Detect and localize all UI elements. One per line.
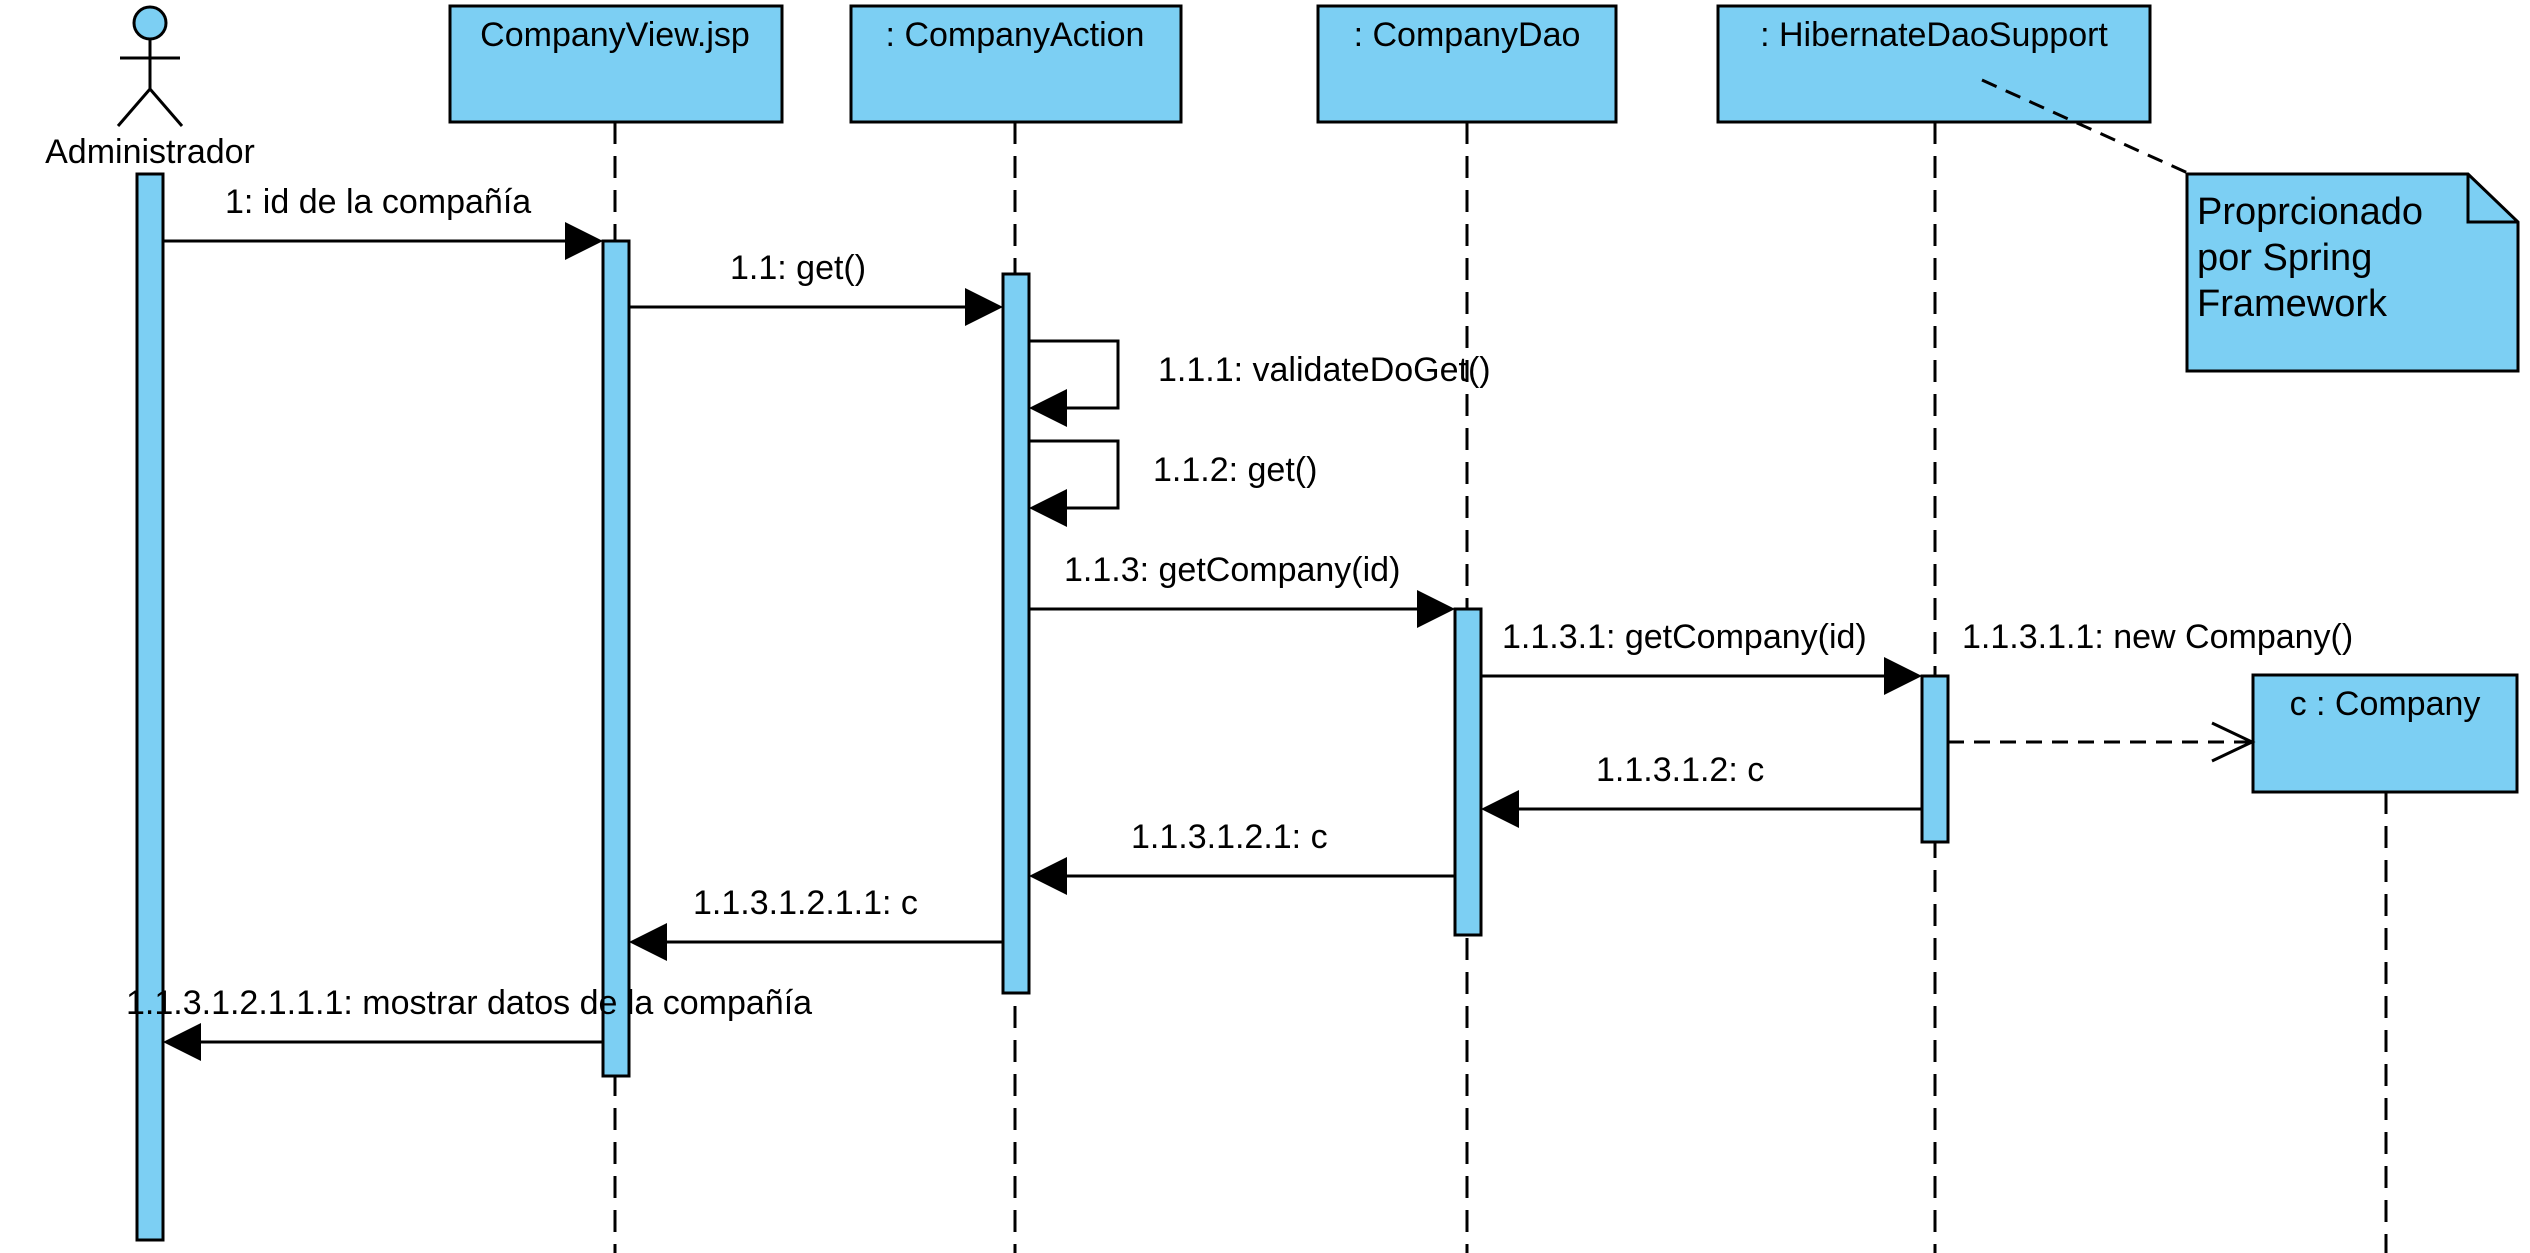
activation-view: [601, 239, 631, 1078]
message-8: 1.1.3.1.2: c: [1481, 751, 1922, 828]
message-1-label: 1: id de la compañía: [225, 183, 531, 221]
message-4-label: 1.1.2: get(): [1153, 451, 1317, 489]
participant-dao: : CompanyDao: [1316, 4, 1618, 124]
activation-dao: [1453, 607, 1483, 937]
note-line-1: Proprcionado: [2197, 191, 2423, 233]
participant-company: c : Company: [2251, 673, 2519, 794]
participant-company-label: c : Company: [2290, 685, 2481, 723]
message-3-label: 1.1.1: validateDoGet(): [1158, 351, 1491, 389]
message-5-arrowhead: [1417, 590, 1455, 628]
message-1-arrowhead: [565, 222, 603, 260]
actor-label: Administrador: [45, 133, 255, 171]
message-6: 1.1.3.1: getCompany(id): [1481, 618, 1922, 695]
message-7-arrowhead: [2211, 721, 2256, 763]
message-9: 1.1.3.1.2.1: c: [1029, 818, 1455, 895]
participant-dao-box: [1316, 4, 1618, 124]
message-9-label: 1.1.3.1.2.1: c: [1131, 818, 1328, 856]
message-9-arrowhead: [1029, 857, 1067, 895]
participant-action-box: [849, 4, 1183, 124]
note-fold: [2466, 174, 2518, 224]
message-5: 1.1.3: getCompany(id): [1029, 551, 1455, 628]
message-11-arrowhead: [163, 1023, 201, 1061]
note-connector: [1981, 78, 2191, 176]
actor-leg-right: [148, 88, 184, 127]
message-5-label: 1.1.3: getCompany(id): [1064, 551, 1400, 589]
message-3: 1.1.1: validateDoGet(): [1029, 339, 1491, 427]
participant-view-label: CompanyView.jsp: [480, 16, 750, 54]
participant-hds-box: [1716, 4, 2152, 124]
message-2: 1.1: get(): [629, 249, 1003, 326]
message-4-arrowhead: [1029, 489, 1067, 527]
message-6-label: 1.1.3.1: getCompany(id): [1502, 618, 1867, 656]
message-11-label: 1.1.3.1.2.1.1.1: mostrar datos de la com…: [126, 984, 812, 1022]
message-2-arrowhead: [965, 288, 1003, 326]
message-2-label: 1.1: get(): [730, 249, 866, 287]
message-10-label: 1.1.3.1.2.1.1: c: [693, 884, 918, 922]
message-7: 1.1.3.1.1: new Company(): [1948, 618, 2353, 763]
message-10: 1.1.3.1.2.1.1: c: [629, 884, 1003, 961]
participant-action: : CompanyAction: [849, 4, 1183, 124]
participant-view-box: [448, 4, 784, 124]
actor-leg-left: [116, 88, 152, 127]
message-7-label: 1.1.3.1.1: new Company(): [1962, 618, 2353, 656]
message-1: 1: id de la compañía: [163, 183, 603, 260]
activation-administrador: [135, 172, 165, 1242]
message-11: 1.1.3.1.2.1.1.1: mostrar datos de la com…: [126, 984, 812, 1061]
note-spring: Proprcionado por Spring Framework: [1981, 78, 2520, 373]
message-8-arrowhead: [1481, 790, 1519, 828]
activation-action: [1001, 272, 1031, 995]
message-8-label: 1.1.3.1.2: c: [1596, 751, 1764, 789]
participant-company-box: [2251, 673, 2519, 794]
activation-hds: [1920, 674, 1950, 844]
message-6-arrowhead: [1884, 657, 1922, 695]
note-line-3: Framework: [2197, 283, 2388, 325]
message-3-arrowhead: [1029, 389, 1067, 427]
participant-hds: : HibernateDaoSupport: [1716, 4, 2152, 124]
message-4: 1.1.2: get(): [1029, 439, 1317, 527]
message-10-arrowhead: [629, 923, 667, 961]
note-shape: [2185, 172, 2520, 373]
participant-hds-label: : HibernateDaoSupport: [1760, 16, 2108, 54]
message-4-line: [1029, 439, 1120, 510]
actor-administrador: Administrador: [45, 5, 255, 171]
message-3-line: [1029, 339, 1120, 410]
participant-dao-label: : CompanyDao: [1354, 16, 1581, 54]
actor-head: [132, 5, 168, 41]
participant-view: CompanyView.jsp: [448, 4, 784, 124]
participant-action-label: : CompanyAction: [886, 16, 1145, 54]
note-line-2: por Spring: [2197, 237, 2372, 279]
